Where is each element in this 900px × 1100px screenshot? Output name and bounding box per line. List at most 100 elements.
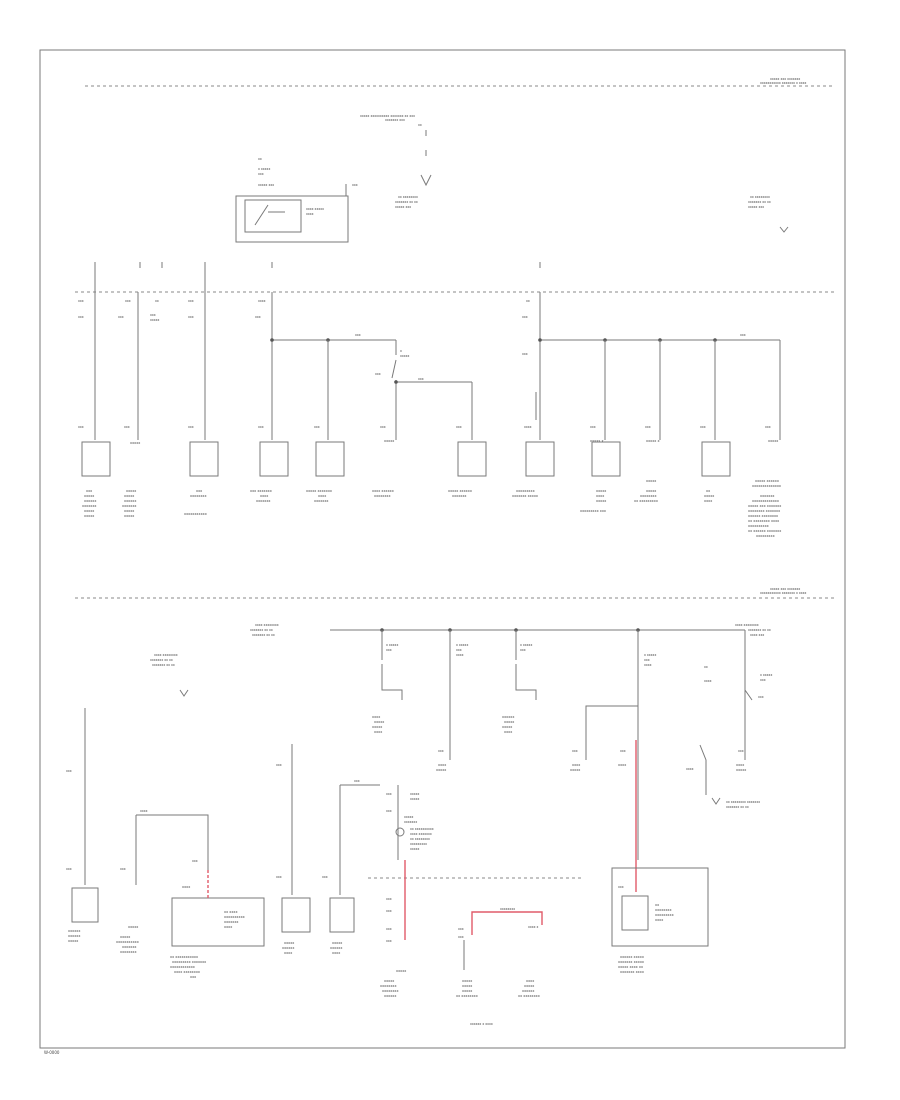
svg-text:xxxxx xxx xxxxxxx: xxxxx xxx xxxxxxx xyxy=(770,77,800,81)
svg-text:xxxxx: xxxxx xyxy=(404,815,414,819)
svg-text:xxxxxx xxxxxxxx: xxxxxx xxxxxxxx xyxy=(748,514,778,518)
svg-text:xxx: xxx xyxy=(386,939,392,943)
svg-text:xxx: xxx xyxy=(276,763,282,767)
svg-text:xxxxx: xxxxx xyxy=(372,725,382,729)
svg-text:xxxx: xxxx xyxy=(258,299,266,303)
svg-text:xxxxxxxxx xxxxxxx: xxxxxxxxx xxxxxxx xyxy=(172,960,206,964)
svg-text:xxxxxxx xx xx: xxxxxxx xx xx xyxy=(395,200,418,204)
svg-text:xxx: xxx xyxy=(386,897,392,901)
svg-text:xxx: xxx xyxy=(188,425,194,429)
svg-text:xxxx: xxxx xyxy=(644,663,652,667)
svg-text:xxx: xxx xyxy=(124,425,130,429)
svg-text:xxxx: xxxx xyxy=(456,653,464,657)
svg-text:xxxxxx xxxxx: xxxxxx xxxxx xyxy=(620,955,644,959)
svg-text:xxx: xxx xyxy=(418,377,424,381)
section-bottom: xxxxx xxx xxxxxxx xxxxxxxxxxx xxxxxxx x … xyxy=(66,587,835,1026)
svg-text:xxxxx: xxxxx xyxy=(126,489,136,493)
svg-text:x xxxxx: x xxxxx xyxy=(386,643,398,647)
svg-text:xxx: xxx xyxy=(458,935,464,939)
svg-text:xx: xx xyxy=(704,665,708,669)
svg-text:xxxxxxxxx: xxxxxxxxx xyxy=(516,489,535,493)
svg-text:xxx: xxx xyxy=(738,749,744,753)
svg-text:xxx: xxx xyxy=(386,927,392,931)
svg-text:xxxx xxxxx: xxxx xxxxx xyxy=(306,207,324,211)
svg-text:xxx: xxx xyxy=(765,425,771,429)
svg-text:xx xxxxxxxxxx: xx xxxxxxxxxx xyxy=(410,827,434,831)
svg-text:xxxxxxxx: xxxxxxxx xyxy=(190,494,207,498)
svg-text:xxx: xxx xyxy=(522,315,528,319)
svg-text:xx xxxxxxxxxxx: xx xxxxxxxxxxx xyxy=(170,955,198,959)
svg-text:xxxxx: xxxxx xyxy=(374,720,384,724)
svg-text:xxx: xxx xyxy=(192,859,198,863)
circuit-branch-2: xxxxxx xxxxxxxxxx xxx xxxxx xxxxxxxxxx x… xyxy=(118,292,160,518)
svg-text:xxx: xxx xyxy=(120,867,126,871)
svg-text:xx: xx xyxy=(155,299,159,303)
svg-text:xxxxx: xxxxx xyxy=(124,509,134,513)
svg-text:xxxx xxxxxxxx: xxxx xxxxxxxx xyxy=(735,623,759,627)
svg-text:xxxxxxxxxx: xxxxxxxxxx xyxy=(224,915,245,919)
svg-text:xxx: xxx xyxy=(758,695,764,699)
svg-text:xxxxx: xxxxx xyxy=(436,768,446,772)
svg-text:xxxx: xxxx xyxy=(182,885,190,889)
svg-text:xxxxx xxx xxxxxxx: xxxxx xxx xxxxxxx xyxy=(748,504,781,508)
svg-text:xxx: xxx xyxy=(78,425,84,429)
svg-text:x xxxxx: x xxxxx xyxy=(760,673,772,677)
svg-text:xxxxx: xxxxx xyxy=(410,792,420,796)
svg-text:xxxxx xxxxxx: xxxxx xxxxxx xyxy=(448,489,472,493)
svg-text:xxxxxxx xxx: xxxxxxx xxx xyxy=(385,118,405,122)
svg-text:xxxx: xxxx xyxy=(284,951,292,955)
svg-text:xxxxx: xxxxx xyxy=(704,494,714,498)
svg-text:x xxxxx: x xxxxx xyxy=(456,643,468,647)
svg-text:xx xxxx: xx xxxx xyxy=(224,910,238,914)
svg-text:xxxxx xxx: xxxxx xxx xyxy=(395,205,411,209)
svg-text:xxxxxxxx xxxxxxx: xxxxxxxx xxxxxxx xyxy=(748,509,780,513)
svg-text:xxxx: xxxx xyxy=(526,979,534,983)
svg-text:xxxxx xxxxxxxxxx xxxxxxx xx xx: xxxxx xxxxxxxxxx xxxxxxx xx xxx xyxy=(360,114,415,118)
svg-text:xxxxx: xxxxx xyxy=(120,935,130,939)
svg-text:xxxxxx: xxxxxx xyxy=(68,934,80,938)
svg-text:xx xxxxxxxx: xx xxxxxxxx xyxy=(750,195,770,199)
svg-text:xxxxxxx xx xx: xxxxxxx xx xx xyxy=(748,628,771,632)
svg-text:xxxxx x: xxxxx x xyxy=(646,439,660,443)
svg-text:xx: xx xyxy=(655,903,659,907)
svg-text:xxxxxxx xx xx: xxxxxxx xx xx xyxy=(250,628,273,632)
svg-text:xxxxx: xxxxx xyxy=(462,989,472,993)
svg-text:xxx: xxx xyxy=(386,648,392,652)
svg-text:x: x xyxy=(400,349,402,353)
svg-text:xxxx: xxxx xyxy=(524,425,532,429)
svg-text:xxxxx: xxxxx xyxy=(124,494,134,498)
svg-text:xx: xx xyxy=(526,299,530,303)
svg-text:xxxxxxxxxxx: xxxxxxxxxxx xyxy=(116,940,139,944)
svg-text:xxx: xxx xyxy=(355,333,361,337)
svg-text:xx xxxxxxxx xxxxxxx: xx xxxxxxxx xxxxxxx xyxy=(726,800,760,804)
page-frame xyxy=(39,49,846,1049)
svg-text:xxxxxxx: xxxxxxx xyxy=(122,504,137,508)
svg-text:xxxxx: xxxxx xyxy=(570,768,580,772)
svg-text:xxxxxxxxx: xxxxxxxxx xyxy=(655,913,674,917)
svg-text:xx xxxxxxxx: xx xxxxxxxx xyxy=(518,994,540,998)
svg-text:xxxxxxx: xxxxxxx xyxy=(122,945,137,949)
svg-text:xxx: xxx xyxy=(258,425,264,429)
svg-text:xxxxx: xxxxx xyxy=(504,720,514,724)
svg-text:xxxxx: xxxxx xyxy=(596,499,606,503)
svg-text:xxxxx: xxxxx xyxy=(150,318,160,322)
circuit-branch-1: xxxxxx xxx xxxxxxxx xxxxxxxxxxxxx xxxxxx… xyxy=(78,292,111,518)
svg-text:xxxxx xxx xxxxxxx: xxxxx xxx xxxxxxx xyxy=(770,587,800,591)
svg-text:xxxxxxxx: xxxxxxxx xyxy=(640,494,657,498)
svg-text:xxxxx: xxxxx xyxy=(396,969,406,973)
svg-text:xxxxx: xxxxx xyxy=(410,797,420,801)
svg-text:xxxxxxx xx xx: xxxxxxx xx xx xyxy=(152,663,175,667)
svg-text:xxxx: xxxx xyxy=(306,212,314,216)
svg-text:xxxxxxxx: xxxxxxxx xyxy=(380,984,397,988)
svg-text:xxxx xxxxxxxx: xxxx xxxxxxxx xyxy=(255,623,279,627)
svg-text:xxxxxx: xxxxxx xyxy=(68,929,80,933)
svg-text:xxx: xxx xyxy=(314,425,320,429)
svg-text:xxx: xxx xyxy=(572,749,578,753)
footer-code: W-0000 xyxy=(44,1050,60,1055)
svg-text:xxxx: xxxx xyxy=(438,763,446,767)
svg-text:xxxxxxx xxxx: xxxxxxx xxxx xyxy=(620,970,644,974)
svg-text:xxxxxxx: xxxxxxx xyxy=(452,494,467,498)
svg-text:xxxxx xxx: xxxxx xxx xyxy=(258,183,274,187)
